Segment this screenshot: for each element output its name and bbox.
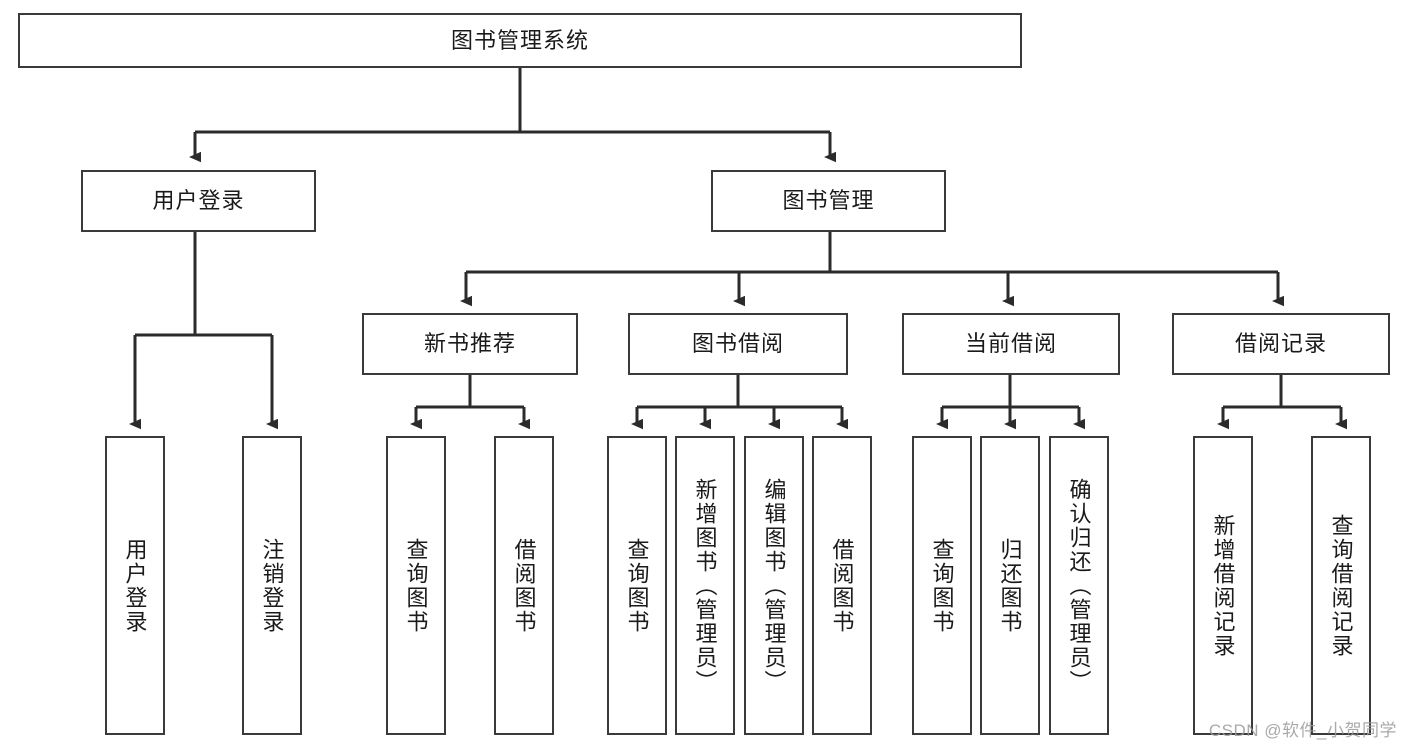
leaf-user-login[interactable]: 用户登录 xyxy=(105,436,165,735)
node-label: 当前借阅 xyxy=(964,331,1057,357)
node-label: 新增图书（管理员） xyxy=(692,477,718,694)
node-book-borrow[interactable]: 图书借阅 xyxy=(628,313,848,375)
node-label: 新增借阅记录 xyxy=(1210,513,1236,658)
node-label: 注销登录 xyxy=(259,537,285,634)
node-current-borrow[interactable]: 当前借阅 xyxy=(902,313,1120,375)
node-label: 图书管理 xyxy=(782,188,875,214)
leaf-borrow-book-1[interactable]: 借阅图书 xyxy=(494,436,554,735)
leaf-edit-book[interactable]: 编辑图书（管理员） xyxy=(744,436,804,735)
leaf-add-record[interactable]: 新增借阅记录 xyxy=(1193,436,1253,735)
leaf-query-book-1[interactable]: 查询图书 xyxy=(386,436,446,735)
node-root-system[interactable]: 图书管理系统 xyxy=(18,13,1022,68)
node-label: 用户登录 xyxy=(152,188,245,214)
node-label: 查询图书 xyxy=(624,537,650,634)
node-book-manage[interactable]: 图书管理 xyxy=(711,170,946,232)
leaf-add-book[interactable]: 新增图书（管理员） xyxy=(675,436,735,735)
node-label: 查询借阅记录 xyxy=(1328,513,1354,658)
watermark-text: CSDN @软件_小贺同学 xyxy=(1208,721,1397,740)
node-label: 借阅图书 xyxy=(829,537,855,634)
node-label: 归还图书 xyxy=(997,537,1023,634)
node-label: 用户登录 xyxy=(122,537,148,634)
leaf-confirm-return[interactable]: 确认归还（管理员） xyxy=(1049,436,1109,735)
node-new-book-recommend[interactable]: 新书推荐 xyxy=(362,313,578,375)
leaf-return-book[interactable]: 归还图书 xyxy=(980,436,1040,735)
leaf-logout-login[interactable]: 注销登录 xyxy=(242,436,302,735)
node-user-login[interactable]: 用户登录 xyxy=(81,170,316,232)
leaf-query-book-2[interactable]: 查询图书 xyxy=(607,436,667,735)
node-label: 编辑图书（管理员） xyxy=(761,477,787,694)
node-label: 图书借阅 xyxy=(691,331,784,357)
node-label: 确认归还（管理员） xyxy=(1066,477,1092,694)
node-label: 图书管理系统 xyxy=(450,27,589,53)
leaf-query-record[interactable]: 查询借阅记录 xyxy=(1311,436,1371,735)
node-label: 查询图书 xyxy=(929,537,955,634)
node-label: 查询图书 xyxy=(403,537,429,634)
node-label: 借阅记录 xyxy=(1234,331,1327,357)
node-borrow-record[interactable]: 借阅记录 xyxy=(1172,313,1390,375)
node-label: 新书推荐 xyxy=(423,331,516,357)
leaf-query-book-3[interactable]: 查询图书 xyxy=(912,436,972,735)
leaf-borrow-book-2[interactable]: 借阅图书 xyxy=(812,436,872,735)
node-label: 借阅图书 xyxy=(511,537,537,634)
